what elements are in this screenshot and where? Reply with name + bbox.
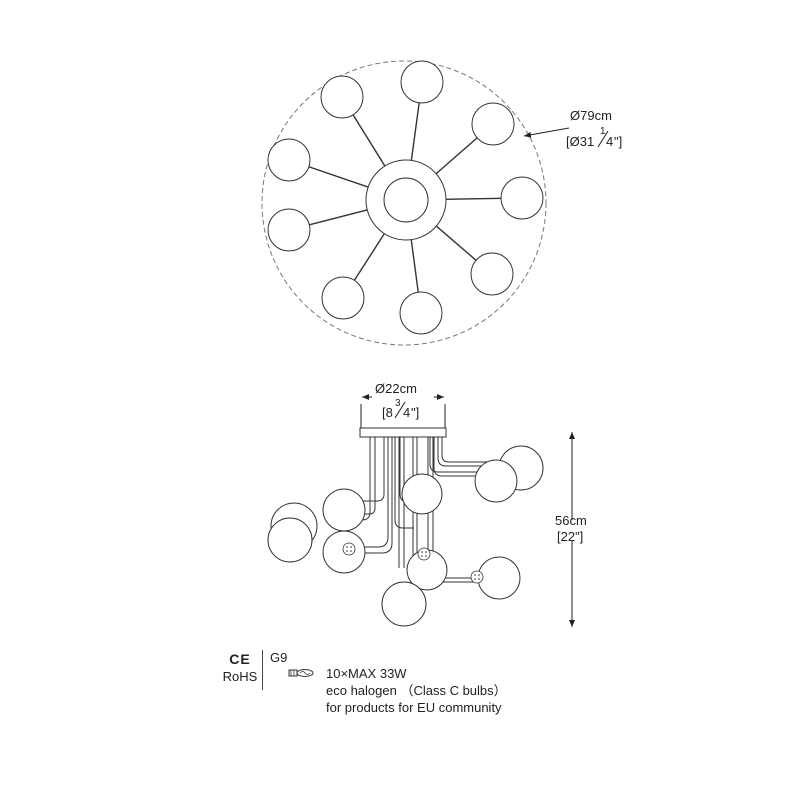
- bulb-line-3: for products for EU community: [326, 700, 502, 715]
- arm-line: [435, 197, 504, 201]
- top-view-globes: [267, 60, 544, 335]
- divider: [262, 650, 263, 690]
- height-dimension: 56cm [22"]: [555, 432, 587, 627]
- canopy-in-numerator: 3: [395, 398, 401, 409]
- globe: [267, 138, 311, 182]
- arm-line: [428, 135, 480, 181]
- globe: [320, 75, 364, 119]
- diameter-in-prefix: [Ø31: [566, 134, 594, 149]
- ce-mark: CE: [229, 651, 251, 667]
- side-view-globes: [267, 445, 544, 627]
- g9-bulb-icon: [288, 669, 314, 677]
- top-view: [261, 60, 547, 346]
- globe: [474, 459, 518, 503]
- globe: [477, 556, 521, 600]
- arm-line: [306, 165, 378, 191]
- arm-line: [428, 219, 479, 263]
- bulb-line-1: 10×MAX 33W: [326, 666, 407, 681]
- bulb-info: 10×MAX 33W eco halogen （Class C bulbs） f…: [326, 665, 507, 716]
- globe: [471, 102, 515, 146]
- canopy-top-inner: [383, 177, 429, 223]
- globe: [400, 60, 444, 104]
- globe: [267, 517, 313, 563]
- globe: [321, 276, 365, 320]
- height-in-label: [22"]: [557, 529, 583, 544]
- globe: [399, 291, 443, 335]
- globe: [267, 208, 311, 252]
- diameter-cm-label: Ø79cm: [570, 108, 612, 123]
- globe: [322, 488, 366, 532]
- arm-line: [352, 224, 391, 283]
- diameter-in-numerator: 1: [600, 126, 606, 137]
- side-view-sockets: [342, 542, 484, 584]
- globe: [500, 176, 544, 220]
- diameter-leader: Ø79cm [Ø31 1 4 "]: [523, 108, 622, 149]
- side-view-socket-dots: [346, 546, 480, 580]
- diameter-in-denominator: 4: [606, 134, 613, 149]
- certifications: CE RoHS: [218, 650, 262, 686]
- specs-block: CE RoHS G9 10×MAX 33W eco halogen （Class…: [218, 650, 578, 720]
- canopy-in-suffix: "]: [411, 405, 419, 420]
- diameter-outline: [261, 60, 547, 346]
- side-view: [267, 427, 544, 627]
- canopy-cm-label: Ø22cm: [375, 381, 417, 396]
- bulb-line-2: eco halogen （Class C bulbs）: [326, 683, 507, 698]
- rohs-mark: RoHS: [222, 669, 258, 684]
- globe: [470, 252, 514, 296]
- arm-line: [409, 100, 421, 171]
- diameter-in-suffix: "]: [614, 134, 622, 149]
- height-cm-label: 56cm: [555, 513, 587, 528]
- socket-type: G9: [270, 650, 288, 665]
- globe: [381, 581, 427, 627]
- arm-line: [409, 229, 420, 295]
- canopy-side: [359, 427, 447, 438]
- canopy-in-denominator: 4: [403, 405, 410, 420]
- globe: [401, 473, 443, 515]
- arm-line: [307, 206, 378, 226]
- canopy-in-prefix: [8: [382, 405, 393, 420]
- arm-line: [351, 112, 391, 175]
- canopy-dimension: Ø22cm [8 3 4 "]: [360, 381, 446, 428]
